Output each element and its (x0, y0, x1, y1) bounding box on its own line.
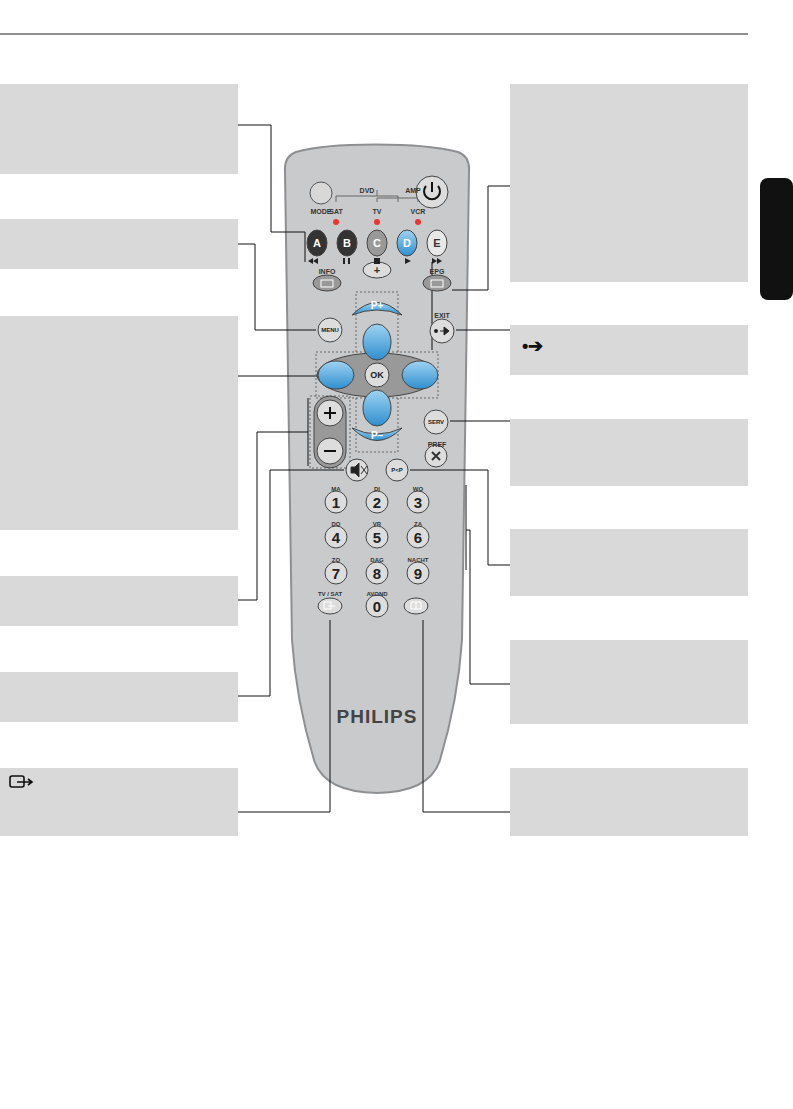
button-label: C (373, 238, 381, 249)
button-label: OK (370, 371, 384, 380)
button-label: DAG (370, 557, 383, 563)
group-label: AMP (405, 187, 421, 194)
button-label: 0 (373, 599, 381, 614)
button-label: DO (332, 521, 341, 527)
button-label: ZA (414, 521, 422, 527)
mode-label: MODE (311, 208, 332, 215)
callout-box: •➔ (510, 325, 748, 375)
source-label: TV (373, 208, 382, 215)
button-label: PHILIPS (337, 707, 418, 726)
button-label: 3 (414, 495, 422, 510)
group-label: DVD (360, 187, 375, 194)
button-label: B (343, 238, 351, 249)
button-label: P<P (391, 467, 403, 473)
button-label: 9 (414, 566, 422, 581)
button-label: + (374, 265, 380, 276)
button-label: AVOND (366, 591, 387, 597)
button-label: 4 (332, 530, 340, 545)
button-label: 1 (332, 495, 340, 510)
button-label: MENU (321, 327, 339, 333)
button-label: 2 (373, 495, 381, 510)
button-label: 7 (332, 566, 340, 581)
button-label: P– (371, 431, 383, 441)
button-label: EXIT (434, 312, 450, 319)
callout-symbol: •➔ (522, 336, 543, 356)
button-label: MA (331, 486, 340, 492)
button-label: 8 (373, 566, 381, 581)
source-label: SAT (329, 208, 342, 215)
button-label: A (313, 238, 321, 249)
button-label: DI (374, 486, 380, 492)
button-label: 5 (373, 530, 381, 545)
button-label: 6 (414, 530, 422, 545)
source-label: VCR (411, 208, 426, 215)
button-label: INFO (319, 268, 336, 275)
button-label: D (403, 238, 411, 249)
button-label: E (433, 238, 440, 249)
button-label: TV / SAT (318, 591, 342, 597)
button-label: P+ (371, 301, 384, 311)
button-label: ZO (332, 557, 340, 563)
button-label: SERV (428, 419, 444, 425)
button-label: EPG (430, 268, 445, 275)
button-label: WO (413, 486, 423, 492)
button-label: VR (373, 521, 381, 527)
button-label: PREF (428, 441, 447, 448)
button-label: NACHT (408, 557, 429, 563)
